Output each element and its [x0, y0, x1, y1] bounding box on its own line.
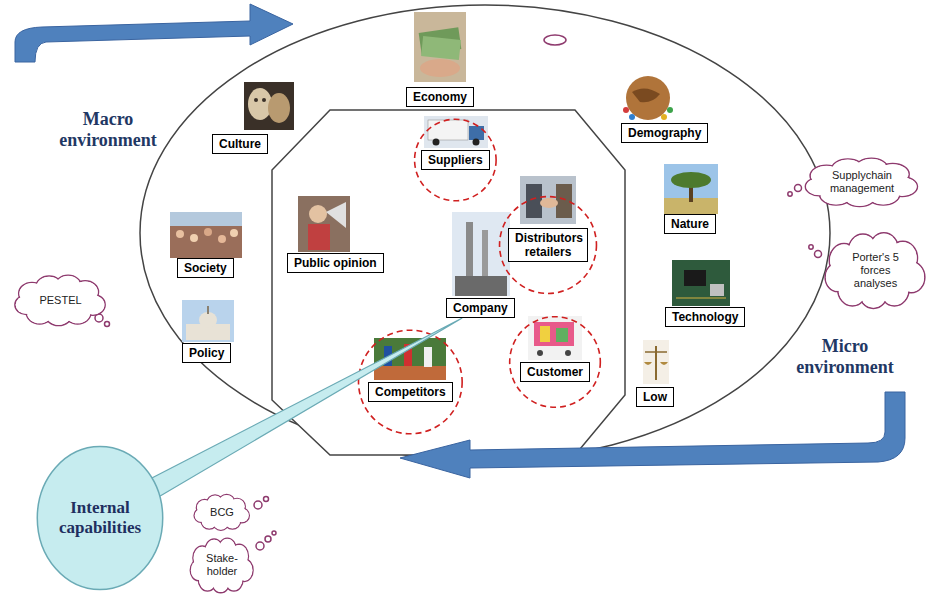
factor-box: Public opinion [287, 253, 384, 273]
demography-photo [623, 76, 673, 120]
text-wrap: BCG [210, 506, 234, 519]
highlight-ring [415, 119, 497, 201]
capabilities-oval: Internal capabilities [36, 445, 164, 591]
highlight-ring [510, 317, 601, 408]
factor-label: Economy [413, 90, 467, 104]
factor-box: Economy [406, 87, 474, 107]
factor-label: Company [453, 301, 508, 315]
law-scales-photo [643, 340, 669, 384]
factor-box: Distributors retailers [508, 228, 588, 262]
environment-label: Macro environment [43, 109, 173, 151]
factor-box: Low [636, 387, 674, 407]
thought-cloud: Porter's 5 forces analyses [823, 234, 928, 306]
text-wrap: Supplychain management [820, 169, 905, 195]
thought-cloud: BCG [193, 495, 251, 529]
cloud-label: Supplychain management [820, 169, 905, 195]
factor-label: Nature [671, 217, 709, 231]
cycle-arrow [15, 4, 293, 62]
society-photo [170, 212, 242, 258]
oval-label: Internal capabilities [46, 498, 154, 538]
factor-label: Distributors retailers [515, 231, 581, 259]
cloud-label: BCG [210, 506, 234, 519]
customer-photo [528, 316, 582, 360]
economy-photo [414, 12, 466, 82]
text-wrap: Internal capabilities [46, 498, 154, 538]
text-wrap: Stake-holder [202, 552, 242, 578]
factor-box: Technology [665, 307, 745, 327]
environment-label: Micro environment [780, 336, 910, 378]
distributors-photo [520, 176, 576, 224]
public-opinion-photo [298, 196, 350, 252]
factor-label: Suppliers [428, 153, 483, 167]
factor-label: Technology [672, 310, 738, 324]
technology-photo [672, 260, 730, 306]
policy-photo [182, 300, 234, 342]
text-wrap: Porter's 5 forces analyses [842, 251, 910, 290]
factor-box: Policy [182, 343, 231, 363]
macro-ellipse [140, 5, 830, 461]
factor-label: Society [184, 261, 227, 275]
culture-photo [244, 82, 294, 130]
callout-wedge [148, 318, 463, 498]
factor-box: Nature [664, 214, 716, 234]
factor-box: Society [177, 258, 234, 278]
cloud-label: Porter's 5 forces analyses [842, 251, 910, 290]
factor-box: Suppliers [421, 150, 490, 170]
text-wrap: PESTEL [39, 294, 81, 307]
cloud-label: Stake-holder [202, 552, 242, 578]
thought-cloud: Stake-holder [189, 539, 255, 591]
factor-box: Culture [212, 134, 268, 154]
cloud-label: PESTEL [39, 294, 81, 307]
factor-box: Competitors [368, 382, 453, 402]
highlight-ring [500, 197, 597, 294]
thought-cloud: Supplychain management [803, 159, 921, 205]
thought-cloud: PESTEL [13, 276, 108, 324]
factor-label: Public opinion [294, 256, 377, 270]
nature-photo [664, 164, 718, 214]
suppliers-photo [424, 116, 488, 148]
factor-box: Company [446, 298, 515, 318]
micro-octagon [272, 110, 625, 455]
factor-label: Policy [189, 346, 224, 360]
factor-label: Culture [219, 137, 261, 151]
company-photo [452, 212, 510, 296]
cloud-tail [95, 185, 822, 551]
factor-label: Customer [527, 365, 583, 379]
factor-label: Demography [628, 126, 701, 140]
factor-label: Competitors [375, 385, 446, 399]
factor-box: Customer [520, 362, 590, 382]
factor-label: Low [643, 390, 667, 404]
decor-ellipse [544, 35, 566, 45]
factor-box: Demography [621, 123, 708, 143]
